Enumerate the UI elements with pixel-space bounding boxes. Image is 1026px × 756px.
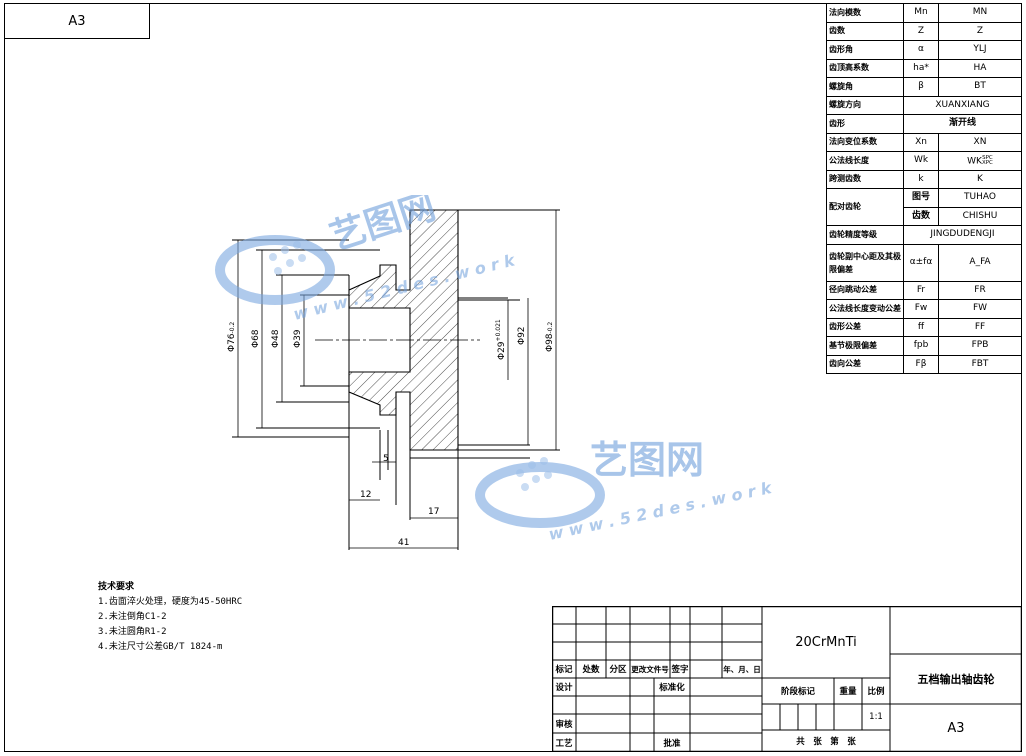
tb-label-biaoji: 标记	[555, 665, 573, 675]
dim-d98: Φ98-0.2	[545, 322, 555, 352]
gear-section-hatch	[348, 209, 459, 451]
tb-label-gongyi: 工艺	[555, 738, 573, 749]
tb-part-name: 五档输出轴齿轮	[917, 673, 995, 686]
dim-d29: Φ29+0.021	[495, 319, 507, 360]
tech-item: 1.齿面淬火处理，硬度为45-50HRC	[98, 597, 243, 607]
tb-label-sheji: 设计	[555, 683, 573, 693]
tb-label-bili: 比例	[867, 687, 885, 697]
tb-label-gengai: 更改文件号	[631, 664, 669, 674]
dim-l41: 41	[398, 538, 409, 548]
dim-l5: 5	[383, 454, 389, 464]
tb-scale: 1:1	[869, 712, 883, 722]
dim-d92: Φ92	[517, 326, 527, 345]
drawing-frame	[4, 3, 1022, 752]
tb-label-biaozhunhua: 标准化	[659, 683, 685, 693]
tb-label-riqi: 年、月、日	[723, 664, 761, 674]
tech-item: 2.未注倒角C1-2	[98, 612, 167, 622]
tb-label-zhongliang: 重量	[839, 687, 857, 697]
dim-d39: Φ39	[293, 329, 303, 348]
tb-label-pizhun: 批准	[663, 738, 681, 749]
tech-item: 3.未注圆角R1-2	[98, 627, 167, 637]
tb-sheet-size: A3	[947, 720, 965, 736]
dim-d68: Φ68	[251, 329, 261, 348]
technical-requirements: 技术要求 1.齿面淬火处理，硬度为45-50HRC 2.未注倒角C1-2 3.未…	[98, 580, 242, 655]
tech-heading: 技术要求	[98, 582, 135, 592]
dim-l17: 17	[428, 507, 439, 517]
tb-label-chushu: 处数	[582, 665, 600, 675]
dimension-labels: Φ76-0.2 Φ68 Φ48 Φ39 Φ29+0.021 Φ92 Φ98-0.…	[227, 319, 555, 548]
tb-label-jieduan: 阶段标记	[780, 687, 815, 697]
param-row: 齿形渐开线	[826, 114, 1022, 134]
title-block-grid	[552, 606, 1022, 752]
tb-label-fenqu: 分区	[609, 665, 627, 675]
dim-d76: Φ76-0.2	[227, 322, 237, 352]
tb-label-gongzhang: 共 张 第 张	[796, 737, 856, 747]
tb-label-shenhe: 审核	[555, 719, 573, 730]
dim-l12: 12	[360, 490, 371, 500]
dim-d48: Φ48	[271, 329, 281, 348]
dimension-lines	[237, 210, 557, 549]
tech-item: 4.未注尺寸公差GB/T 1824-m	[98, 642, 223, 652]
sheet-size-label: A3	[4, 3, 150, 39]
title-block: 标记 处数 分区 更改文件号 签字 年、月、日 设计 标准化 审核 工艺 批准 …	[552, 606, 1022, 752]
tb-material: 20CrMnTi	[795, 634, 857, 650]
tb-label-qianzi: 签字	[671, 665, 689, 675]
